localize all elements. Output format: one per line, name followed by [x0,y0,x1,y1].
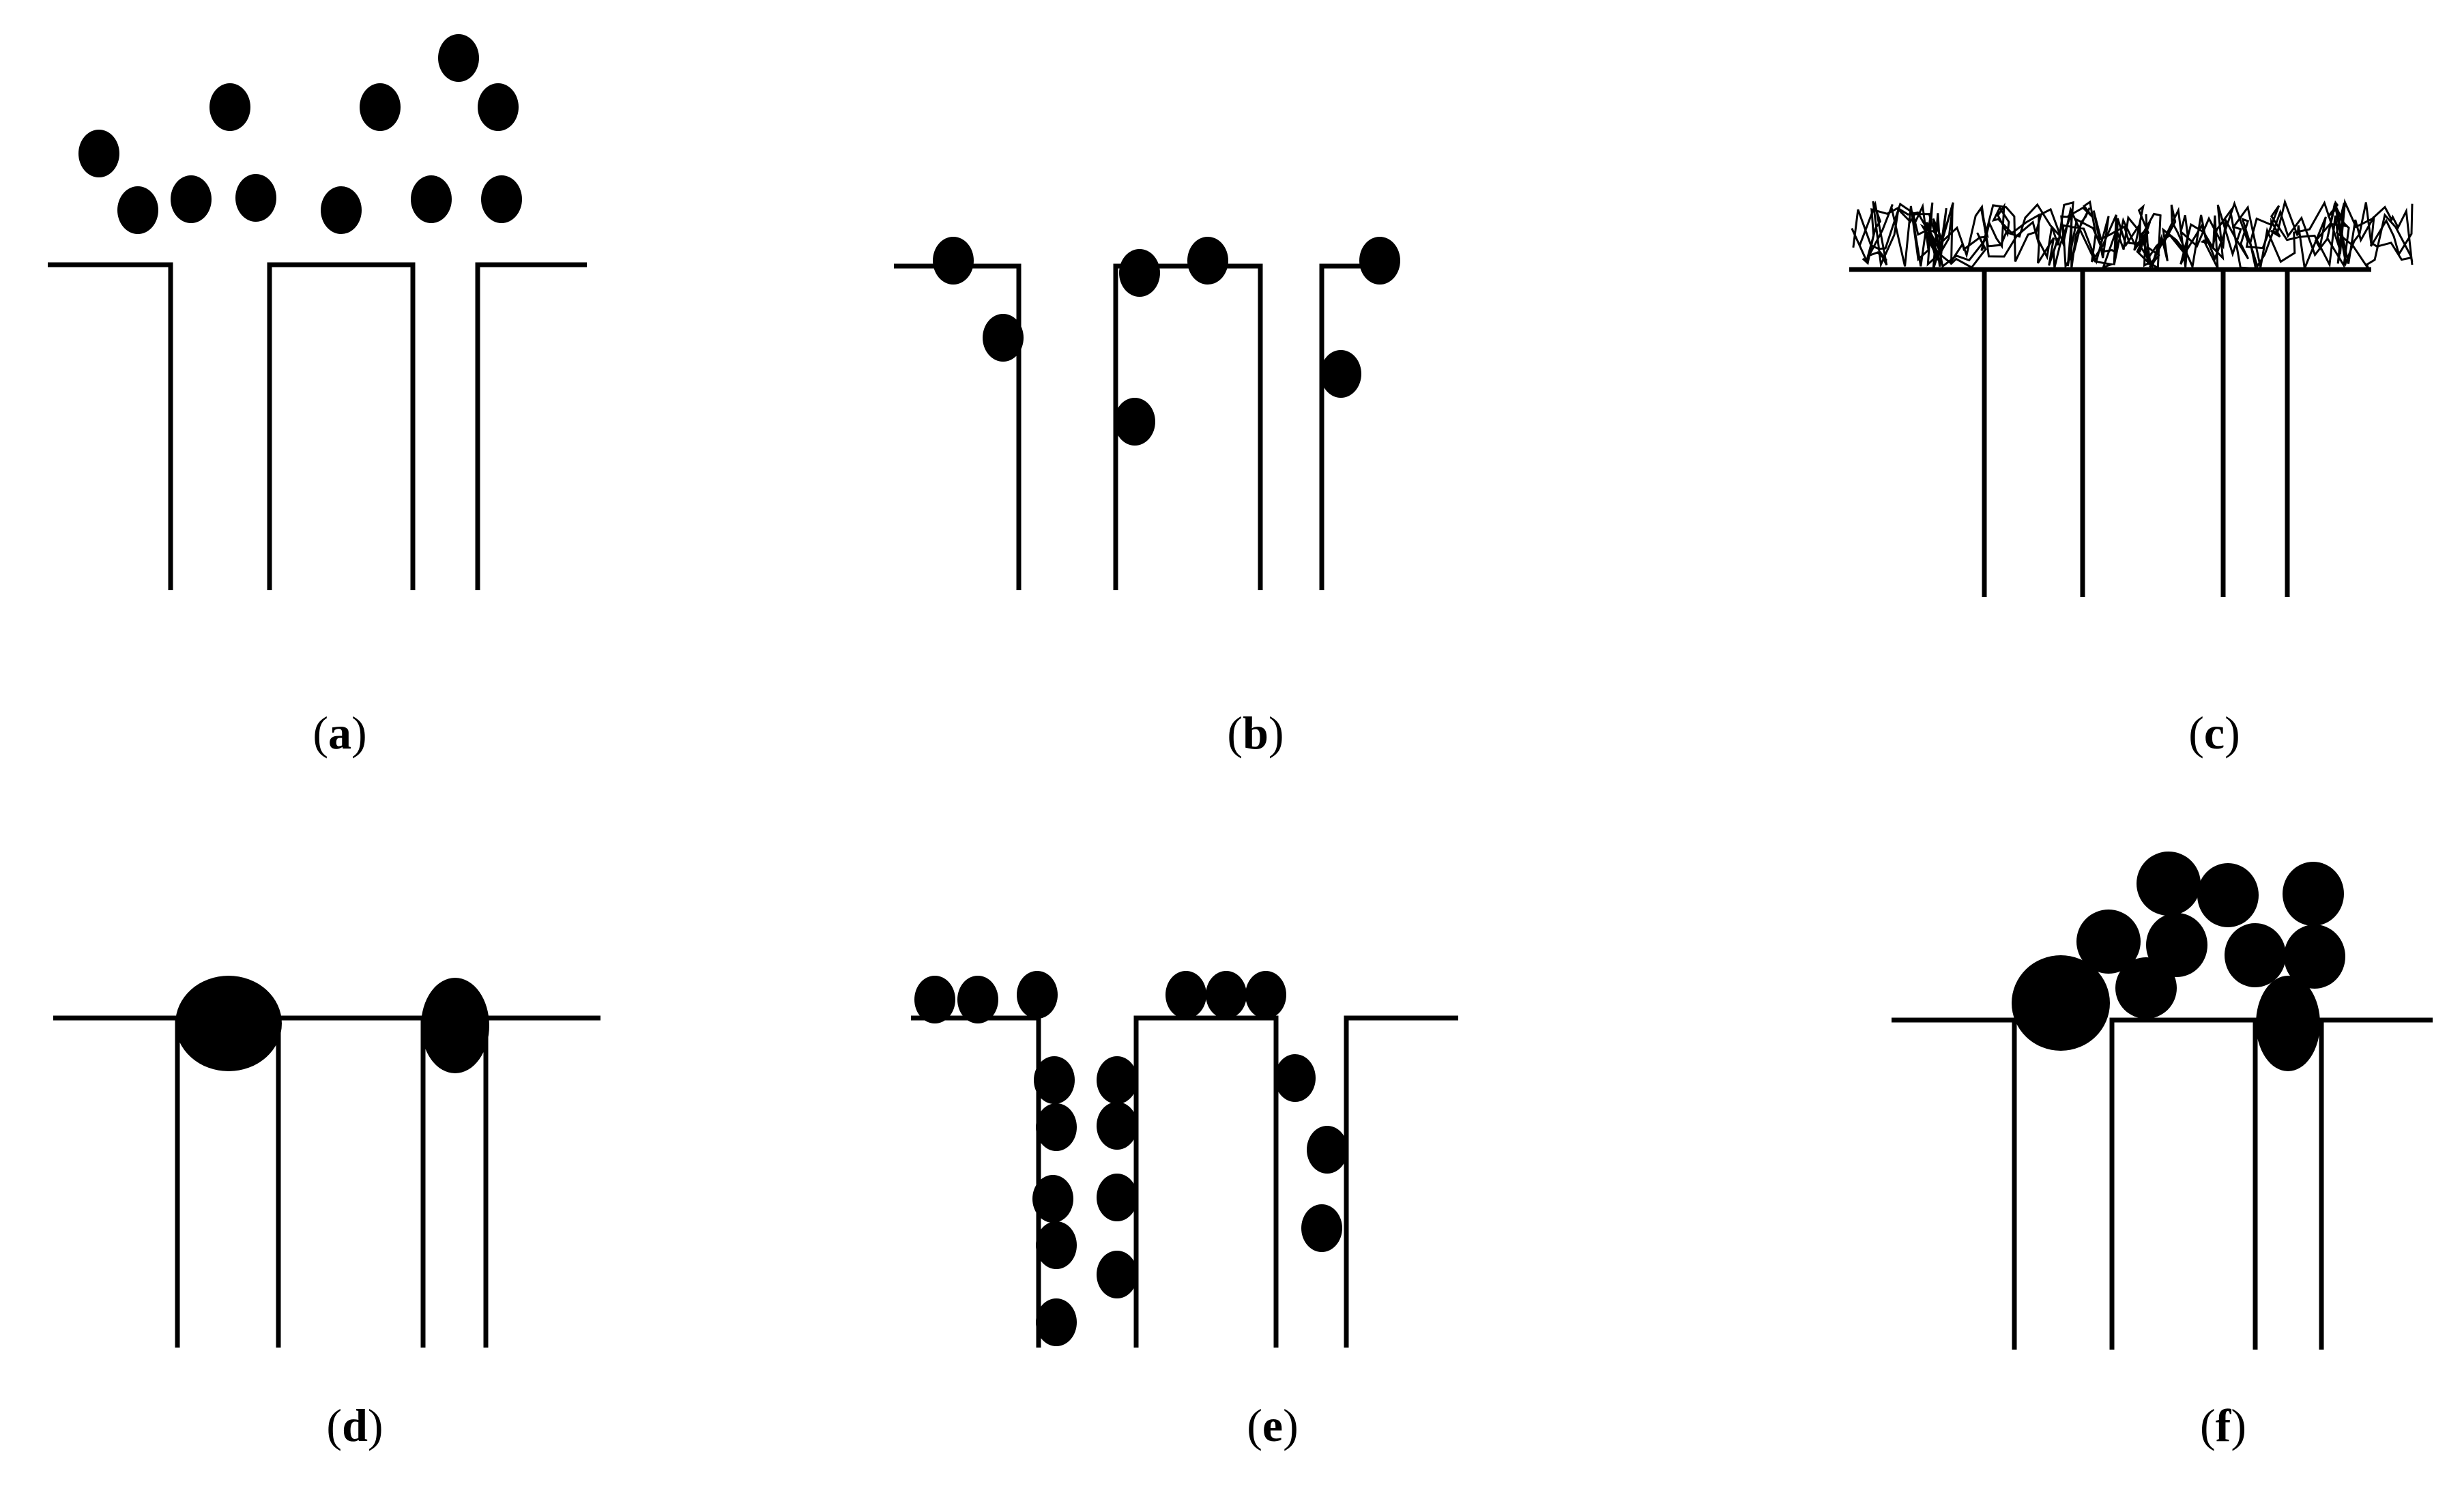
fouling-scribble-stroke [1852,198,2414,269]
panel-letter: d [342,1399,368,1451]
particle [2284,925,2345,989]
particle [171,175,212,223]
particle [438,34,479,82]
particle [1275,1054,1316,1102]
particle [117,186,158,234]
particle [1187,237,1228,285]
particle [2076,910,2141,974]
particle [1034,1056,1075,1104]
membrane-surface [1849,267,2371,597]
particle [481,175,522,223]
membrane-surface [48,262,587,590]
particle [478,83,519,131]
particle [2283,862,2344,926]
panel-letter: f [2215,1399,2231,1451]
particle [1036,1298,1077,1346]
particle [209,83,250,131]
particle [175,976,282,1071]
particle [2225,923,2286,987]
particle [1114,398,1155,446]
panel-letter: a [328,707,351,759]
particle [78,130,119,177]
panel-label-b: (b) [1227,707,1284,759]
particle [1097,1251,1138,1298]
particle [411,175,452,223]
particle [2256,976,2320,1071]
particle [957,976,998,1023]
panel-e [911,971,1458,1348]
fouling-cake-layer [1851,198,2414,272]
panel-label-c: (c) [2188,707,2240,759]
particle [421,978,489,1073]
particle [360,83,401,131]
particle [2137,852,2201,916]
particle [1165,971,1206,1019]
particle [321,186,362,234]
fouling-scribble-stroke [1859,200,2414,271]
panel-c [1849,198,2414,597]
particle [1097,1174,1138,1221]
particles [78,34,522,234]
particles [914,971,1348,1346]
panel-a [48,34,587,590]
panel-letter: c [2203,707,2225,759]
particle [2197,863,2259,927]
panel-d [53,976,600,1348]
particle [1036,1221,1077,1269]
fouling-scribble-stroke [1862,199,2414,272]
particle [1307,1126,1348,1174]
particle [1017,971,1058,1019]
panel-label-e: (e) [1247,1399,1299,1451]
particles [2012,852,2345,1071]
panel-letter: e [1262,1399,1284,1451]
particle [1359,237,1400,285]
particle [2146,913,2207,977]
particle [235,174,276,222]
particles [933,237,1400,446]
membrane-surface [1892,1017,2433,1350]
particles [175,976,489,1073]
particle [1036,1103,1077,1151]
particle [1119,249,1160,297]
particle [914,976,955,1023]
panel-label-a: (a) [313,707,367,759]
panel-label-d: (d) [326,1399,383,1451]
panel-label-f: (f) [2200,1399,2246,1451]
panel-f [1892,852,2433,1350]
particle [1097,1056,1138,1104]
particle [983,314,1024,362]
particle [2012,955,2110,1051]
particle [933,237,974,285]
particle [1301,1204,1342,1252]
particle [1320,350,1361,398]
panel-b [894,237,1400,590]
particle [1097,1102,1138,1150]
panel-letter: b [1243,707,1269,759]
particle [1032,1175,1073,1223]
particle [1245,971,1286,1019]
particle [1206,971,1247,1019]
